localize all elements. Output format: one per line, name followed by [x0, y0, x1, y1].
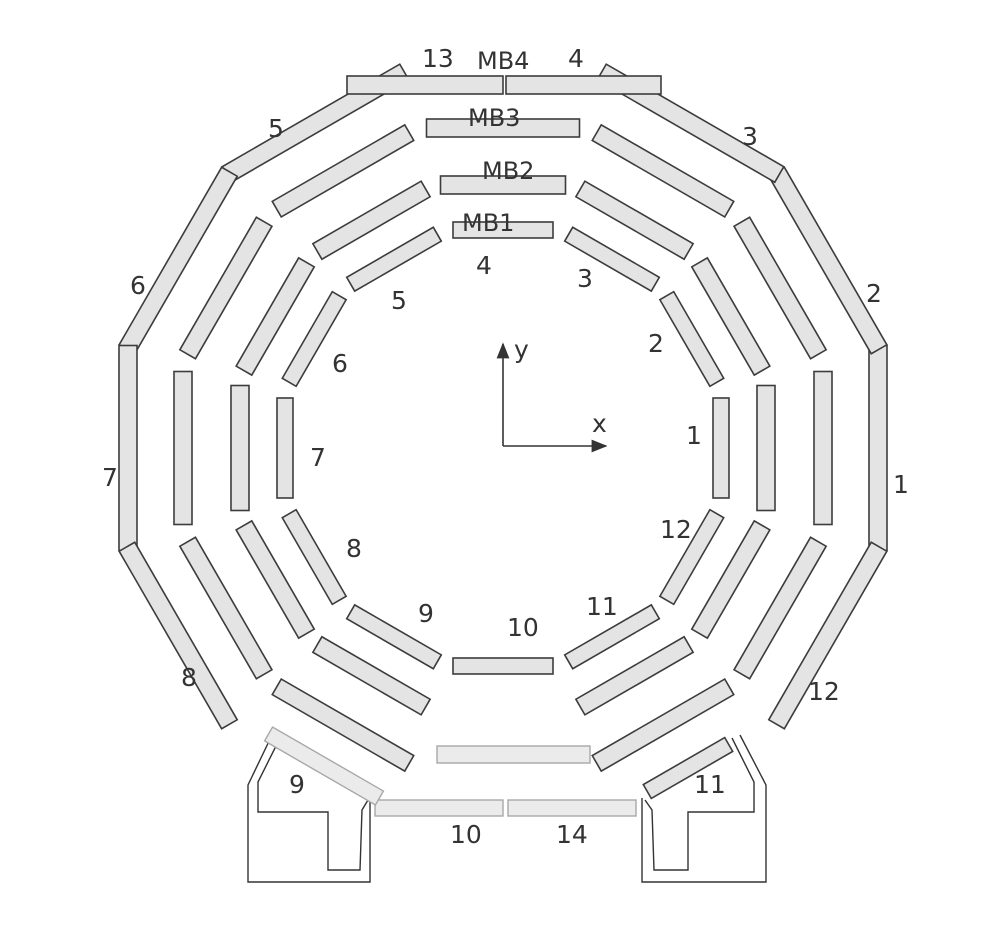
outer-sector-label: 6: [130, 271, 146, 300]
chamber-mb2-sector-2: [690, 256, 771, 377]
outer-sector-label: 9: [289, 770, 305, 799]
outer-sector-label: 2: [866, 279, 882, 308]
outer-sector-label: 8: [181, 663, 197, 692]
chamber-mb3-sector-12: [732, 536, 828, 680]
chamber-mb2-sector-1: [756, 384, 776, 512]
chamber-mb4-sector-7: [118, 344, 138, 552]
chamber-mb3-sector-1: [813, 370, 833, 526]
x-axis-label: x: [592, 409, 607, 438]
chamber-mb1-sector-6: [281, 290, 348, 388]
chamber-mb2-sector-6: [235, 256, 316, 377]
chamber-mb3-sector-11: [591, 677, 735, 773]
chamber-mb1-sector-4: [452, 221, 554, 239]
outer-sector-label: 5: [268, 114, 284, 143]
chamber-mb4-13: [346, 75, 504, 95]
chamber-mb1-sector-3: [563, 226, 661, 293]
chamber-mb3-sector-9: [271, 677, 415, 773]
chamber-mb2-sector-3: [574, 180, 695, 261]
chamber-mb4-sector-12: [767, 541, 888, 730]
outer-sector-labels: 1 2 3 4 5 6 7 8 9 10 11 12 13 14: [102, 44, 909, 849]
inner-sector-label: 4: [476, 251, 492, 280]
inner-sector-label: 12: [660, 515, 692, 544]
chamber-mb3-sector-4: [425, 118, 581, 138]
ring-labels: MB1 MB2 MB3 MB4: [462, 47, 534, 237]
chamber-mb2-sector-7: [230, 384, 250, 512]
chamber-mb4-9: [263, 726, 385, 806]
inner-sector-label: 6: [332, 349, 348, 378]
chamber-mb3-sector-5: [271, 123, 415, 219]
inner-sector-label: 7: [310, 443, 326, 472]
inner-sector-labels: 1 2 3 4 5 6 7 8 9 10 11 12: [310, 251, 702, 642]
chamber-mb3-sector-2: [732, 216, 828, 360]
coordinate-axes: y x: [496, 335, 608, 453]
inner-sector-label: 8: [346, 534, 362, 563]
bottom-mb4-chambers: [263, 726, 734, 817]
inner-sector-label: 10: [507, 613, 539, 642]
chamber-mb1-sector-7: [276, 397, 294, 499]
inner-sector-label: 2: [648, 329, 664, 358]
chamber-mb1-sector-2: [658, 290, 725, 388]
outer-sector-label: 12: [808, 677, 840, 706]
outer-sector-label: 3: [742, 122, 758, 151]
inner-sector-label: 11: [586, 592, 618, 621]
outer-sector-label: 14: [556, 820, 588, 849]
chamber-mb2-sector-12: [690, 519, 771, 640]
outer-sector-label: 11: [694, 770, 726, 799]
chamber-mb4-sector-6: [118, 166, 239, 355]
ring-label-mb4: MB4: [477, 47, 529, 75]
chamber-mb3-sector-3: [591, 123, 735, 219]
chamber-mb1-sector-11: [563, 603, 661, 670]
ring-label-mb1: MB1: [462, 209, 514, 237]
chamber-mb3-sector-8: [178, 536, 274, 680]
top-mb4-chambers: [346, 75, 662, 95]
inner-sector-label: 5: [391, 286, 407, 315]
inner-sector-label: 1: [686, 421, 702, 450]
inner-sector-label: 9: [418, 599, 434, 628]
chamber-mb3-sector-6: [178, 216, 274, 360]
outer-sector-label: 4: [568, 44, 584, 73]
chamber-mb2-sector-5: [311, 180, 432, 261]
chamber-mb4-11: [642, 736, 734, 800]
chamber-mb3-10: [436, 745, 591, 764]
chamber-mb2-sector-4: [439, 175, 567, 195]
outer-sector-label: 1: [893, 470, 909, 499]
ring-label-mb2: MB2: [482, 157, 534, 185]
chamber-mb4-sector-8: [118, 541, 239, 730]
outer-sector-label: 7: [102, 463, 118, 492]
chamber-mb4-14: [507, 799, 637, 817]
chamber-mb2-sector-9: [311, 635, 432, 716]
outer-sector-label: 13: [422, 44, 454, 73]
chamber-mb4-sector-2: [767, 166, 888, 355]
outer-sector-label: 10: [450, 820, 482, 849]
chamber-mb2-sector-11: [574, 635, 695, 716]
inner-sector-label: 3: [577, 264, 593, 293]
chamber-mb4-4: [505, 75, 662, 95]
chamber-mb1-sector-1: [712, 397, 730, 499]
y-axis-label: y: [514, 335, 529, 364]
chamber-mb1-sector-12: [658, 508, 725, 606]
chamber-mb1-sector-5: [345, 226, 443, 293]
chamber-mb4-10: [374, 799, 504, 817]
yoke-feet: [247, 734, 767, 883]
chamber-mb4-sector-1: [868, 344, 888, 552]
chamber-mb1-sector-9: [345, 603, 443, 670]
chamber-mb3-sector-7: [173, 370, 193, 526]
chamber-mb1-sector-8: [281, 508, 348, 606]
chamber-mb1-sector-10: [452, 657, 554, 675]
chamber-mb2-sector-8: [235, 519, 316, 640]
ring-label-mb3: MB3: [468, 104, 520, 132]
